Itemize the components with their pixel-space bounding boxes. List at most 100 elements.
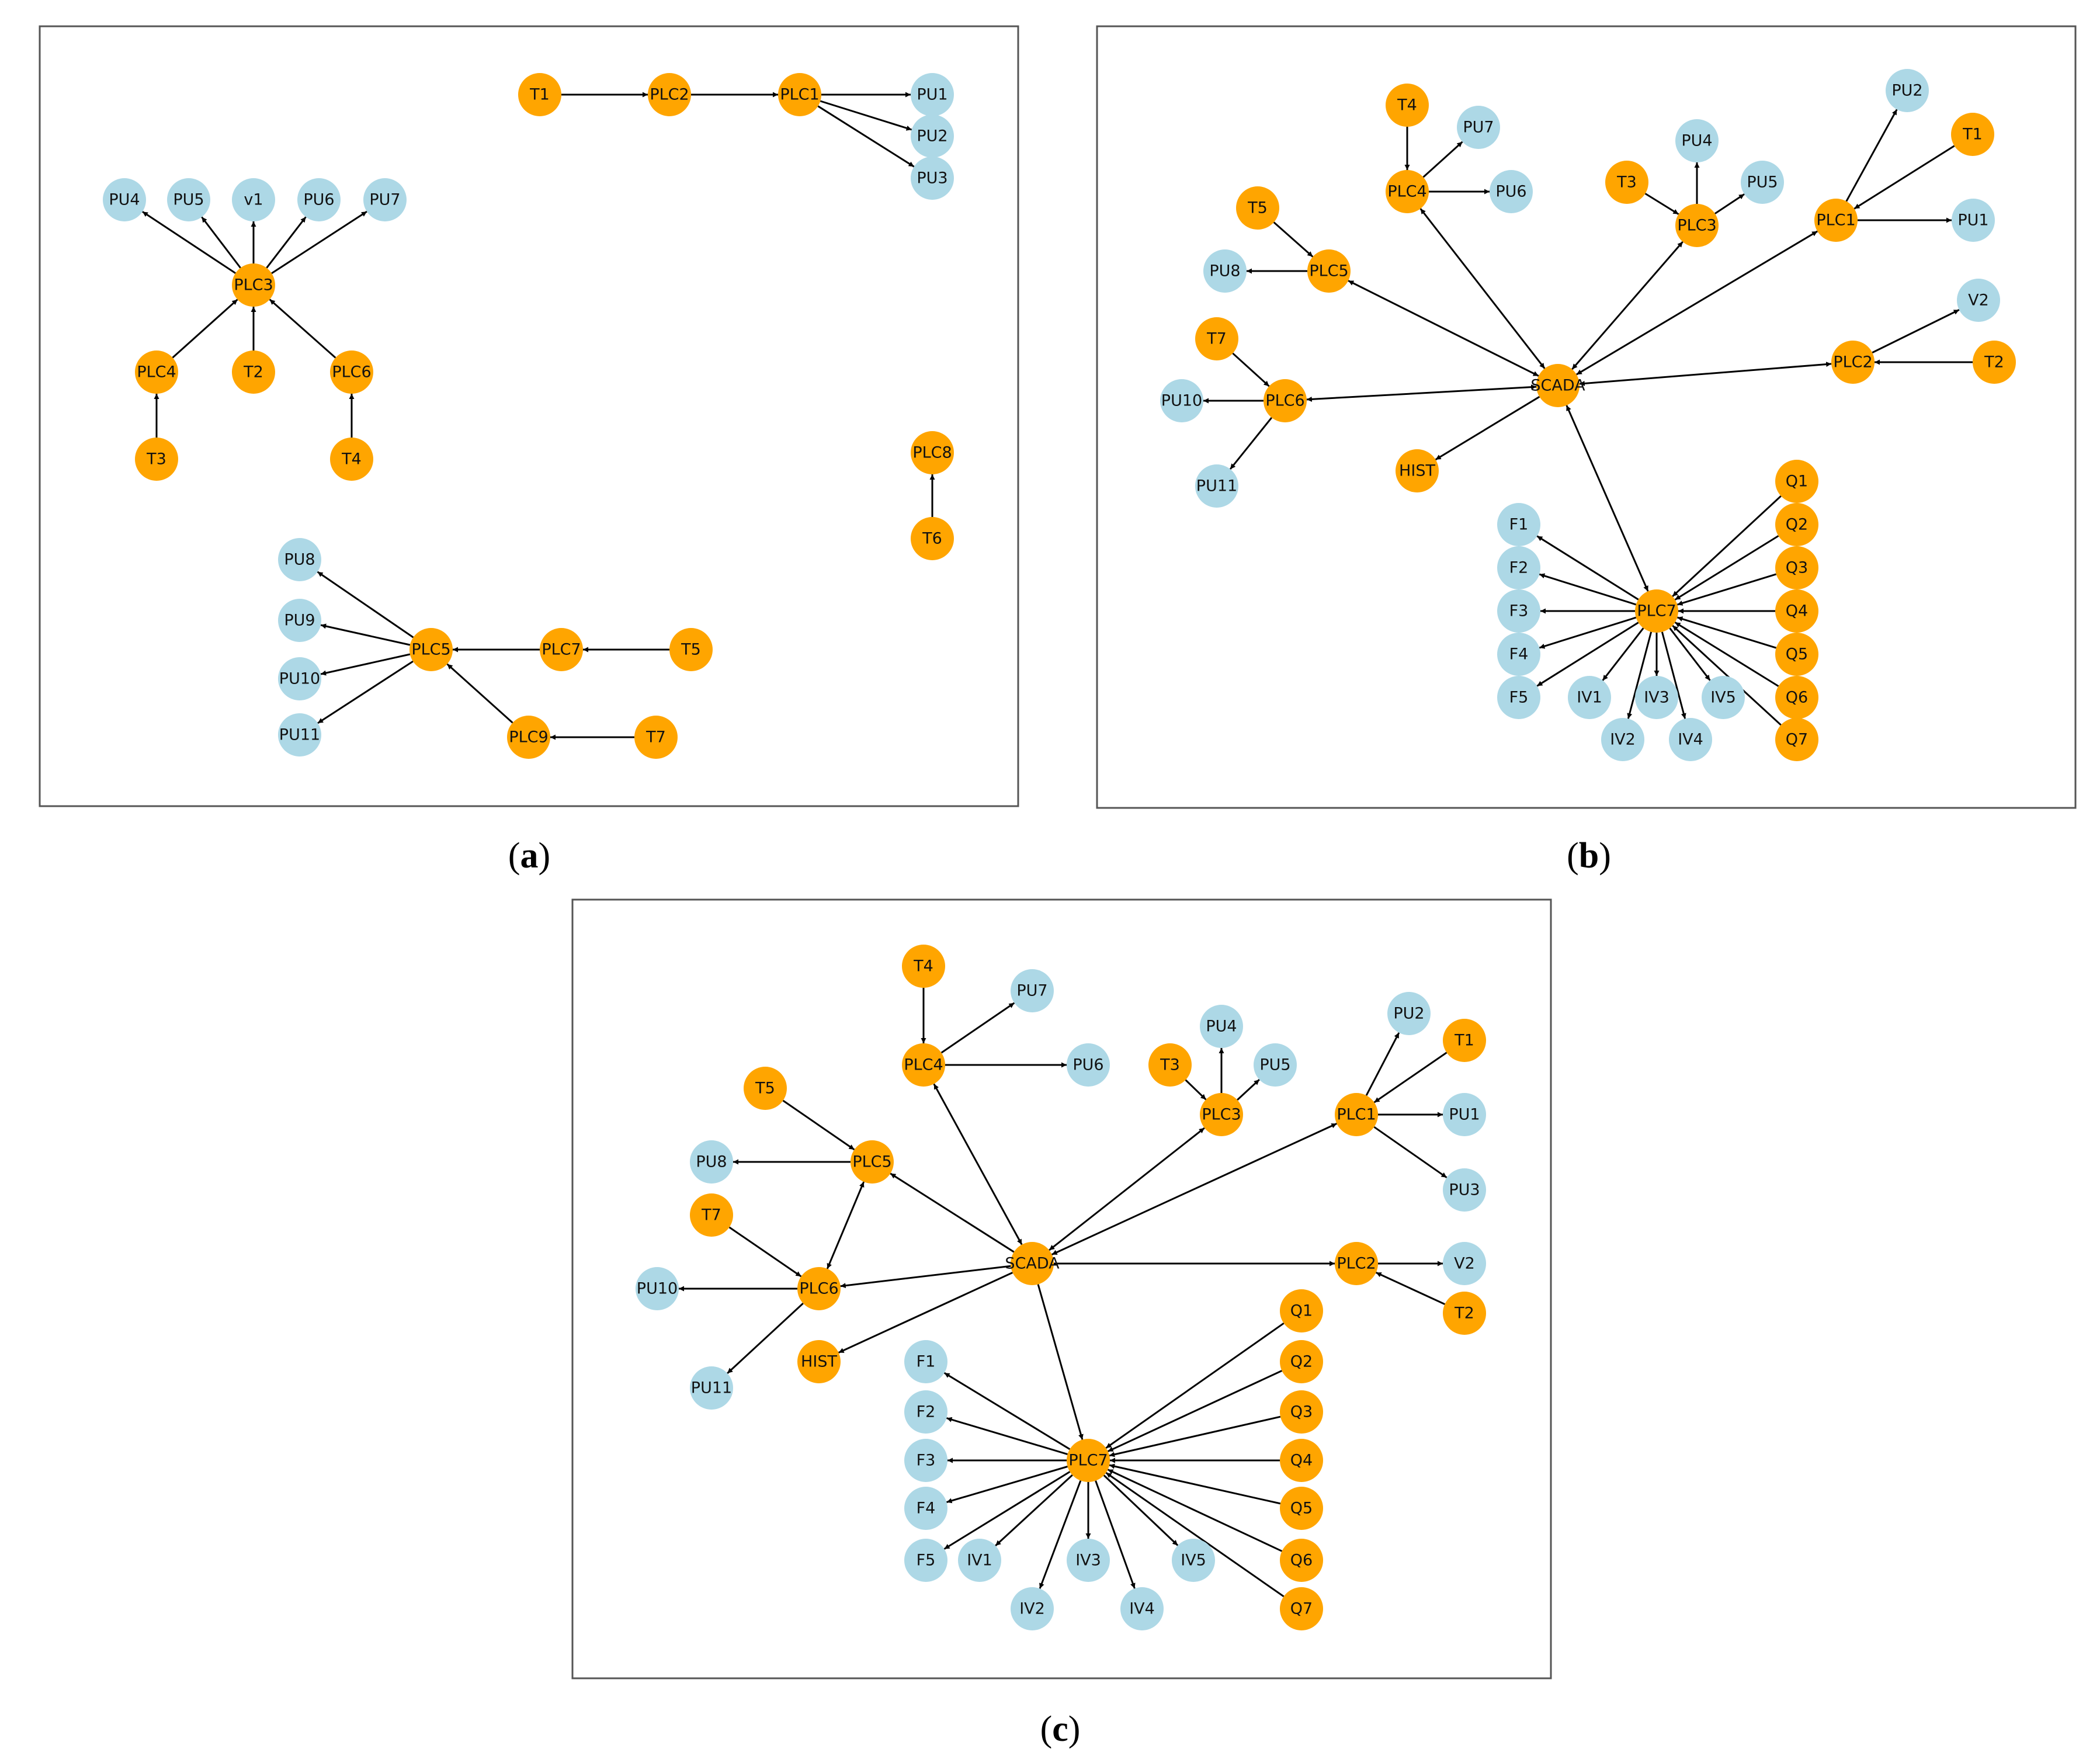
node-t7: T7 bbox=[634, 716, 678, 759]
node-pu5-circle bbox=[1254, 1043, 1297, 1087]
node-q4-label: Q4 bbox=[1786, 602, 1808, 620]
node-t4: T4 bbox=[902, 945, 945, 988]
node-t4-label: T4 bbox=[913, 957, 933, 976]
node-t7-circle bbox=[1195, 317, 1238, 360]
node-plc7: PLC7 bbox=[1067, 1439, 1110, 1482]
node-t7-circle bbox=[634, 716, 678, 759]
node-f1-label: F1 bbox=[1509, 516, 1529, 534]
edge-plc3-pu6 bbox=[266, 216, 307, 269]
node-pu6-label: PU6 bbox=[1072, 1056, 1103, 1074]
edge-plc7-iv1 bbox=[1602, 627, 1644, 681]
node-t4-label: T4 bbox=[1397, 96, 1417, 114]
edge-t3-plc3 bbox=[1644, 193, 1679, 215]
node-t3-label: T3 bbox=[1160, 1056, 1180, 1074]
node-f4-label: F4 bbox=[917, 1500, 936, 1518]
node-pu11-label: PU11 bbox=[691, 1379, 732, 1397]
node-pu11: PU11 bbox=[278, 713, 321, 756]
node-t5: T5 bbox=[1236, 186, 1279, 230]
panel-b-caption: (b) bbox=[1567, 836, 1611, 876]
panel-c-caption: (c) bbox=[1040, 1709, 1081, 1749]
node-q5-circle bbox=[1775, 633, 1818, 676]
edge-plc5-pu11 bbox=[317, 660, 414, 724]
node-pu3: PU3 bbox=[1443, 1168, 1486, 1212]
edge-t7-plc6 bbox=[1232, 352, 1270, 387]
node-q7: Q7 bbox=[1775, 718, 1818, 761]
edge-q2-plc7 bbox=[1107, 1370, 1283, 1452]
node-pu1-label: PU1 bbox=[1449, 1106, 1480, 1124]
node-plc8: PLC8 bbox=[911, 431, 954, 474]
node-plc5: PLC5 bbox=[409, 628, 453, 671]
node-t5-label: T5 bbox=[681, 641, 701, 659]
edge-plc7-f5 bbox=[943, 1471, 1071, 1550]
node-pu6-label: PU6 bbox=[303, 191, 334, 209]
edge-scada-plc1 bbox=[1051, 1123, 1338, 1255]
node-q6-label: Q6 bbox=[1786, 689, 1808, 707]
node-pu8-label: PU8 bbox=[284, 551, 315, 569]
node-iv4: IV4 bbox=[1120, 1587, 1164, 1630]
node-f5: F5 bbox=[904, 1539, 947, 1582]
node-pu8-label: PU8 bbox=[696, 1153, 727, 1171]
node-iv5: IV5 bbox=[1172, 1539, 1215, 1582]
node-plc9-label: PLC9 bbox=[509, 728, 548, 747]
node-plc1-circle bbox=[778, 73, 821, 116]
node-plc3-label: PLC3 bbox=[1202, 1106, 1241, 1124]
node-t4-circle bbox=[330, 438, 373, 481]
node-f1-circle bbox=[904, 1340, 947, 1383]
node-t1-label: T1 bbox=[1962, 126, 1983, 144]
node-plc2-circle bbox=[1335, 1242, 1378, 1285]
edge-t1-plc1 bbox=[1373, 1051, 1448, 1103]
node-t4: T4 bbox=[330, 438, 373, 481]
node-pu5: PU5 bbox=[1254, 1043, 1297, 1087]
edge-plc6-pu11 bbox=[1229, 417, 1273, 470]
node-pu9-circle bbox=[278, 599, 321, 642]
node-plc2-label: PLC2 bbox=[650, 86, 689, 104]
node-pu1-circle bbox=[1443, 1093, 1486, 1136]
edge-plc9-plc5 bbox=[446, 663, 513, 724]
node-t6-circle bbox=[911, 517, 954, 560]
node-v1-label: v1 bbox=[244, 191, 263, 209]
edge-scada-hist bbox=[1435, 395, 1540, 461]
node-iv3: IV3 bbox=[1635, 676, 1678, 719]
node-iv1-circle bbox=[958, 1539, 1001, 1582]
node-pu11-label: PU11 bbox=[279, 726, 320, 744]
node-iv4-circle bbox=[1120, 1587, 1164, 1630]
edge-plc7-f2 bbox=[1539, 573, 1637, 606]
node-iv5-circle bbox=[1172, 1539, 1215, 1582]
edge-plc3-pu7 bbox=[271, 210, 367, 275]
node-plc7: PLC7 bbox=[540, 628, 583, 671]
edge-q2-plc7 bbox=[1674, 535, 1779, 601]
node-pu6-label: PU6 bbox=[1495, 183, 1526, 201]
node-plc4-circle bbox=[902, 1043, 945, 1087]
node-q2-label: Q2 bbox=[1290, 1353, 1313, 1371]
node-q2-circle bbox=[1280, 1340, 1323, 1383]
node-t3: T3 bbox=[1605, 161, 1648, 204]
edge-q7-plc7 bbox=[1105, 1472, 1285, 1598]
node-plc1: PLC1 bbox=[1335, 1093, 1378, 1136]
node-plc5-label: PLC5 bbox=[1309, 262, 1348, 280]
node-plc5-circle bbox=[409, 628, 453, 671]
node-t1-label: T1 bbox=[529, 86, 550, 104]
node-pu2: PU2 bbox=[1387, 992, 1431, 1035]
node-f2: F2 bbox=[904, 1390, 947, 1434]
edge-scada-plc3 bbox=[1571, 241, 1684, 370]
node-pu11-circle bbox=[278, 713, 321, 756]
node-t5-circle bbox=[669, 628, 713, 671]
node-q1-label: Q1 bbox=[1786, 473, 1808, 491]
node-pu9-label: PU9 bbox=[284, 612, 315, 630]
node-pu6-circle bbox=[1067, 1043, 1110, 1087]
edge-scada-plc5 bbox=[1348, 280, 1539, 377]
node-pu2-circle bbox=[911, 114, 954, 158]
node-f2: F2 bbox=[1497, 546, 1540, 589]
node-pu11-circle bbox=[1195, 464, 1238, 508]
node-q2: Q2 bbox=[1280, 1340, 1323, 1383]
node-pu7-label: PU7 bbox=[1016, 982, 1047, 1000]
node-plc2: PLC2 bbox=[1335, 1242, 1378, 1285]
edge-scada-plc3 bbox=[1049, 1127, 1205, 1251]
panel-a-frame bbox=[39, 25, 1019, 807]
node-q4-circle bbox=[1775, 589, 1818, 633]
node-pu6: PU6 bbox=[1067, 1043, 1110, 1087]
node-plc7-circle bbox=[540, 628, 583, 671]
node-q6: Q6 bbox=[1280, 1539, 1323, 1582]
node-q1: Q1 bbox=[1775, 460, 1818, 503]
